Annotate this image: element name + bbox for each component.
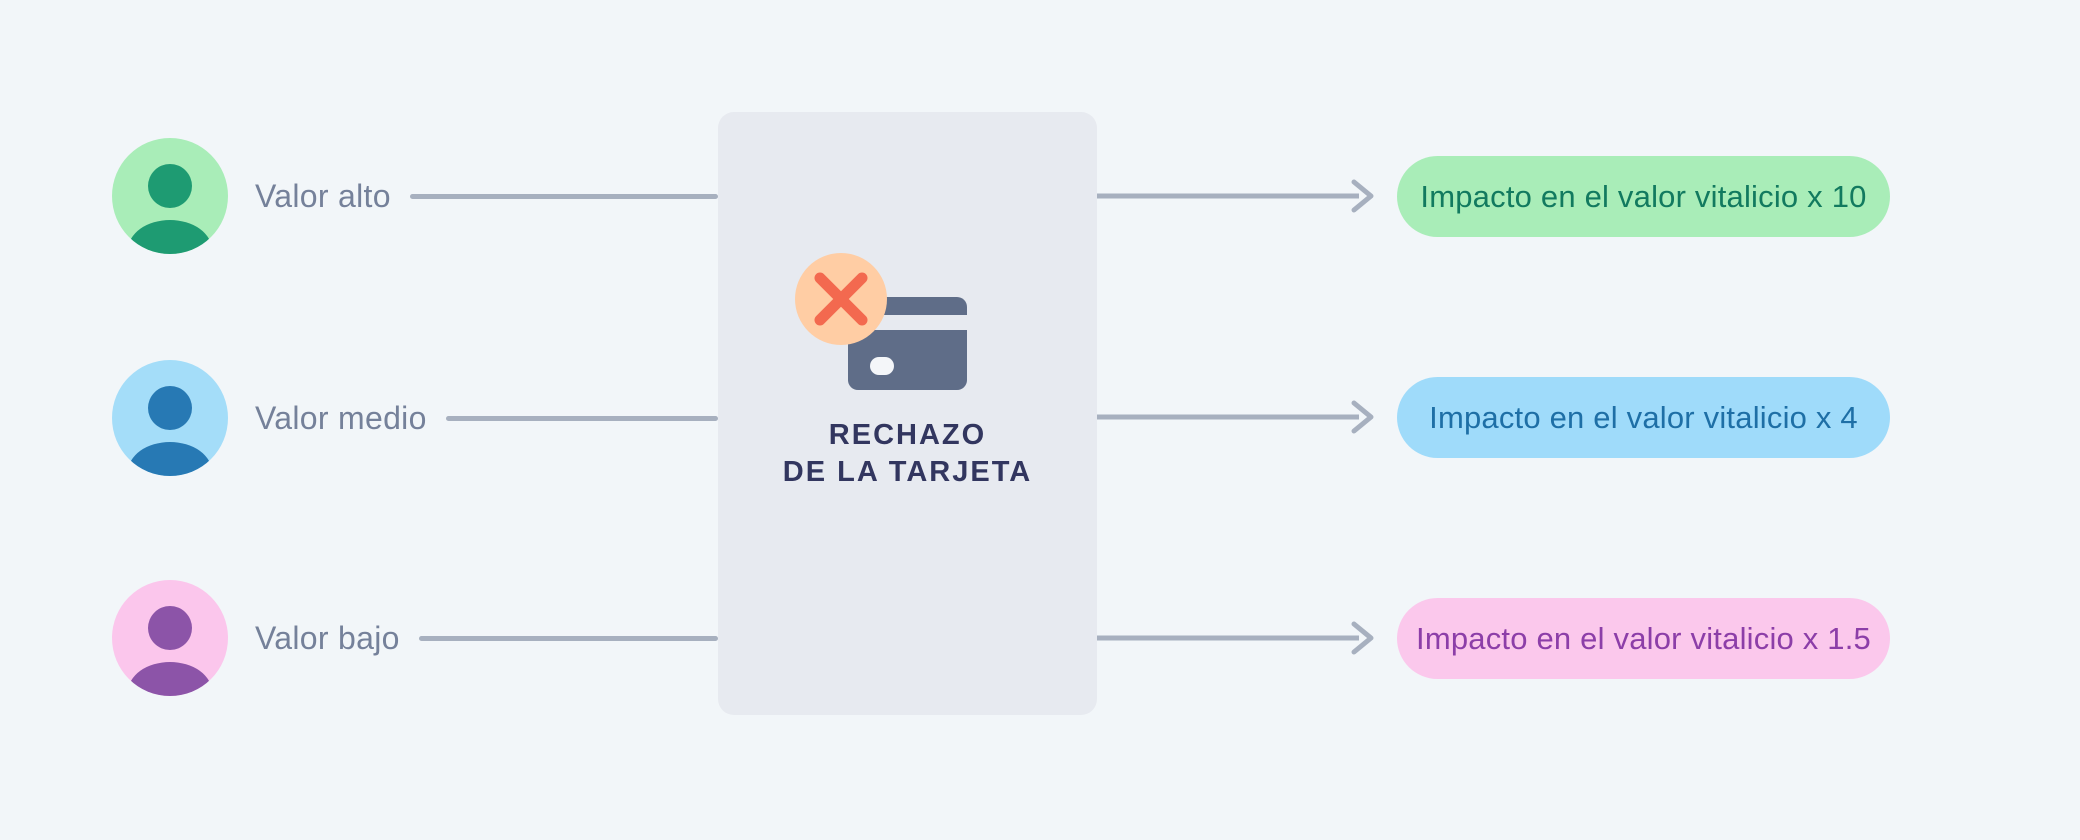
impact-pill-low: Impacto en el valor vitalicio x 1.5	[1397, 598, 1890, 679]
impact-pill-high: Impacto en el valor vitalicio x 10	[1397, 156, 1890, 237]
avatar-shoulders	[128, 662, 212, 696]
user-avatar-icon	[112, 360, 228, 476]
avatar-shoulders	[128, 442, 212, 476]
avatar-shoulders	[128, 220, 212, 254]
connector-line	[418, 635, 718, 641]
arrow-right-icon	[1097, 400, 1374, 434]
value-label: Valor medio	[255, 399, 427, 436]
value-label: Valor alto	[255, 177, 391, 214]
avatar-head	[148, 606, 192, 650]
user-avatar-icon	[112, 580, 228, 696]
value-label: Valor bajo	[255, 619, 400, 656]
row-medium-value: Valor medio	[112, 360, 718, 476]
connector-line	[409, 193, 718, 199]
row-high-value: Valor alto	[112, 138, 718, 254]
user-avatar-icon	[112, 138, 228, 254]
impact-pill-medium: Impacto en el valor vitalicio x 4	[1397, 377, 1890, 458]
arrow-right-icon	[1097, 179, 1374, 213]
card-title-line2: DE LA TARJETA	[782, 456, 1033, 488]
card-title: RECHAZO DE LA TARJETA	[718, 417, 1097, 491]
credit-card-chip	[870, 357, 894, 375]
row-low-value: Valor bajo	[112, 580, 718, 696]
card-decline-panel: RECHAZO DE LA TARJETA	[718, 112, 1097, 715]
arrow-right-icon	[1097, 621, 1374, 655]
decline-x-icon	[795, 253, 887, 345]
avatar-head	[148, 386, 192, 430]
card-title-line1: RECHAZO	[828, 419, 987, 451]
connector-line	[445, 415, 718, 421]
avatar-head	[148, 164, 192, 208]
